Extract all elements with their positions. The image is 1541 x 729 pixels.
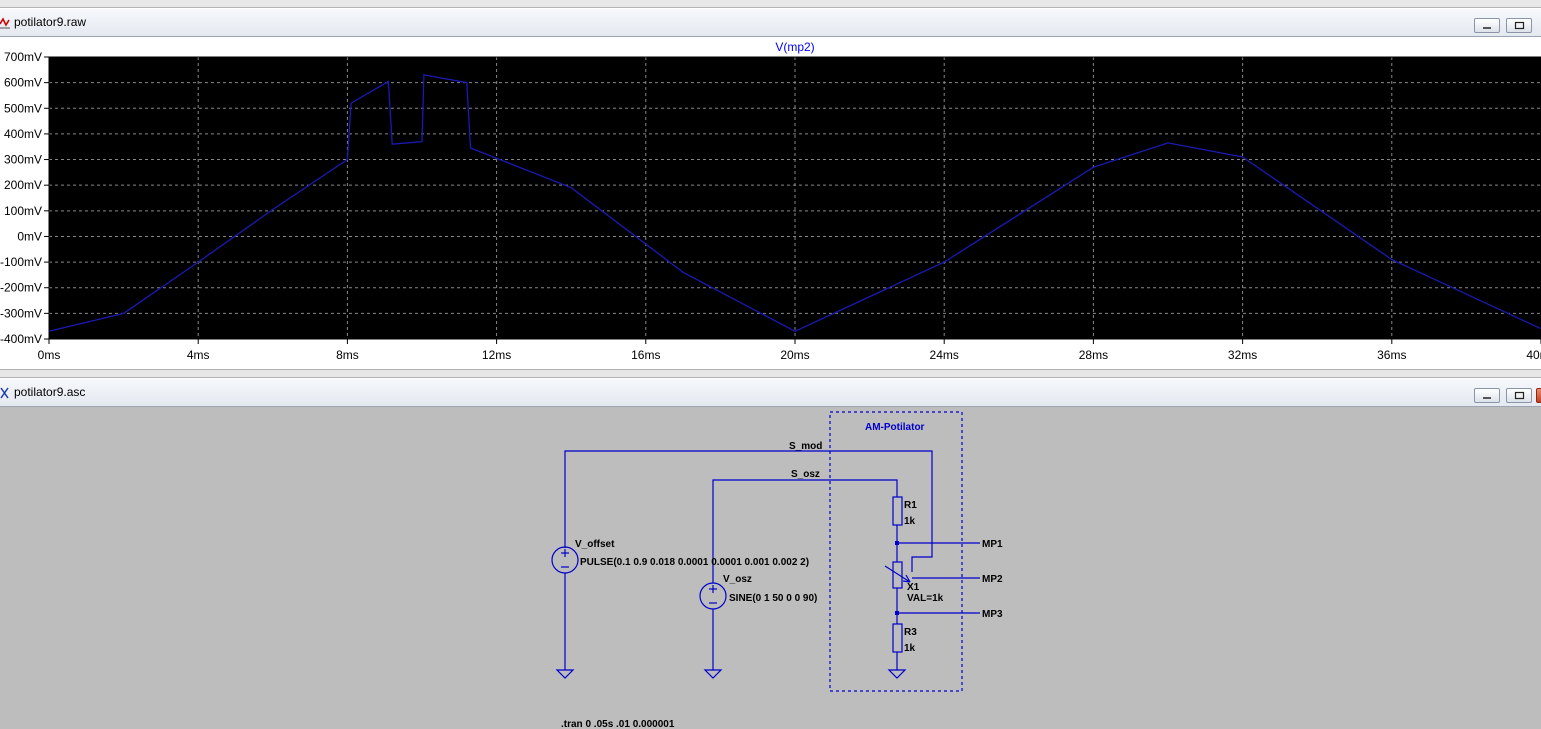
- resistor-r1[interactable]: [892, 496, 903, 526]
- minimize-button[interactable]: [1474, 388, 1500, 403]
- x-tick-label: 40ms: [1526, 348, 1541, 362]
- y-tick-label: 700mV: [4, 50, 42, 64]
- y-tick-label: -200mV: [0, 281, 42, 295]
- waveform-window-title: potilator9.raw: [14, 15, 87, 29]
- x1-value: VAL=1k: [907, 593, 944, 604]
- net-label-mp3: MP3: [982, 609, 1003, 620]
- y-tick-label: 600mV: [4, 76, 42, 90]
- r3-name: R3: [904, 627, 917, 638]
- trace-v-mp2[interactable]: [48, 74, 1541, 333]
- y-tick-label: 200mV: [4, 178, 42, 192]
- y-tick-label: 100mV: [4, 204, 42, 218]
- ground-icon: [555, 669, 575, 679]
- y-tick-label: 400mV: [4, 127, 42, 141]
- x1-name: X1: [907, 582, 920, 593]
- v-offset-value: PULSE(0.1 0.9 0.018 0.0001 0.0001 0.001 …: [580, 557, 809, 568]
- ground-icon: [887, 669, 907, 679]
- schematic-app-icon: [0, 387, 9, 399]
- application-top-strip: [0, 0, 1541, 8]
- v-offset-name: V_offset: [575, 539, 615, 550]
- r1-name: R1: [904, 500, 917, 511]
- subcircuit-label: AM-Potilator: [865, 422, 925, 433]
- restore-icon: [1514, 21, 1525, 30]
- r1-value: 1k: [904, 516, 916, 527]
- net-label-s-mod: S_mod: [789, 441, 822, 452]
- minimize-button[interactable]: [1474, 18, 1500, 33]
- minimize-icon: [1483, 27, 1491, 29]
- x-tick-label: 4ms: [187, 348, 210, 362]
- waveform-titlebar[interactable]: potilator9.raw: [0, 9, 1541, 37]
- subcircuit-box: [829, 411, 963, 692]
- x-tick-label: 0ms: [38, 348, 61, 362]
- schematic-window: potilator9.asc: [0, 379, 1541, 729]
- restore-button[interactable]: [1506, 18, 1532, 33]
- x-tick-label: 28ms: [1079, 348, 1108, 362]
- schematic-window-title: potilator9.asc: [14, 385, 86, 399]
- v-osz-name: V_osz: [723, 574, 752, 585]
- net-label-mp1: MP1: [982, 539, 1003, 550]
- waveform-window: potilator9.raw V(mp2) 700mV 600mV 500mV 400m…: [0, 9, 1541, 369]
- spice-directive[interactable]: .tran 0 .05s .01 0.000001: [561, 719, 675, 729]
- schematic-titlebar[interactable]: potilator9.asc: [0, 379, 1541, 407]
- net-label-s-osz: S_osz: [791, 469, 820, 480]
- net-label-mp2: MP2: [982, 574, 1003, 585]
- x-tick-label: 8ms: [336, 348, 359, 362]
- x-tick-label: 36ms: [1377, 348, 1406, 362]
- resistor-r3[interactable]: [892, 623, 903, 653]
- y-tick-label: -400mV: [0, 332, 42, 346]
- y-tick-label: 300mV: [4, 153, 42, 167]
- x-tick-label: 20ms: [780, 348, 809, 362]
- restore-button[interactable]: [1506, 388, 1532, 403]
- y-tick-label: -100mV: [0, 255, 42, 269]
- x-tick-label: 32ms: [1228, 348, 1257, 362]
- r3-value: 1k: [904, 643, 916, 654]
- minimize-icon: [1483, 397, 1491, 399]
- wire-s-osz: [712, 479, 898, 583]
- x-tick-label: 12ms: [482, 348, 511, 362]
- y-tick-label: 500mV: [4, 101, 42, 115]
- close-button[interactable]: [1536, 388, 1541, 403]
- trace-label[interactable]: V(mp2): [775, 40, 814, 54]
- y-tick-label: 0mV: [17, 229, 42, 243]
- window-separator: [0, 369, 1541, 378]
- y-tick-label: -300mV: [0, 306, 42, 320]
- wire-s-mod: [564, 450, 933, 572]
- ground-icon: [703, 669, 723, 679]
- waveform-app-icon: [0, 17, 10, 29]
- waveform-plot[interactable]: V(mp2) 700mV 600mV 500mV 400mV 300mV 200mV 100m…: [0, 37, 1541, 369]
- plot-frame: [48, 56, 1541, 340]
- v-osz-value: SINE(0 1 50 0 0 90): [729, 593, 817, 604]
- x-tick-label: 16ms: [631, 348, 660, 362]
- x-tick-label: 24ms: [930, 348, 959, 362]
- schematic-canvas[interactable]: AM-Potilator S_mod S_osz R1 1k MP1 MP2 M…: [0, 407, 1541, 729]
- restore-icon: [1514, 391, 1525, 400]
- potentiometer-x1[interactable]: [892, 561, 903, 589]
